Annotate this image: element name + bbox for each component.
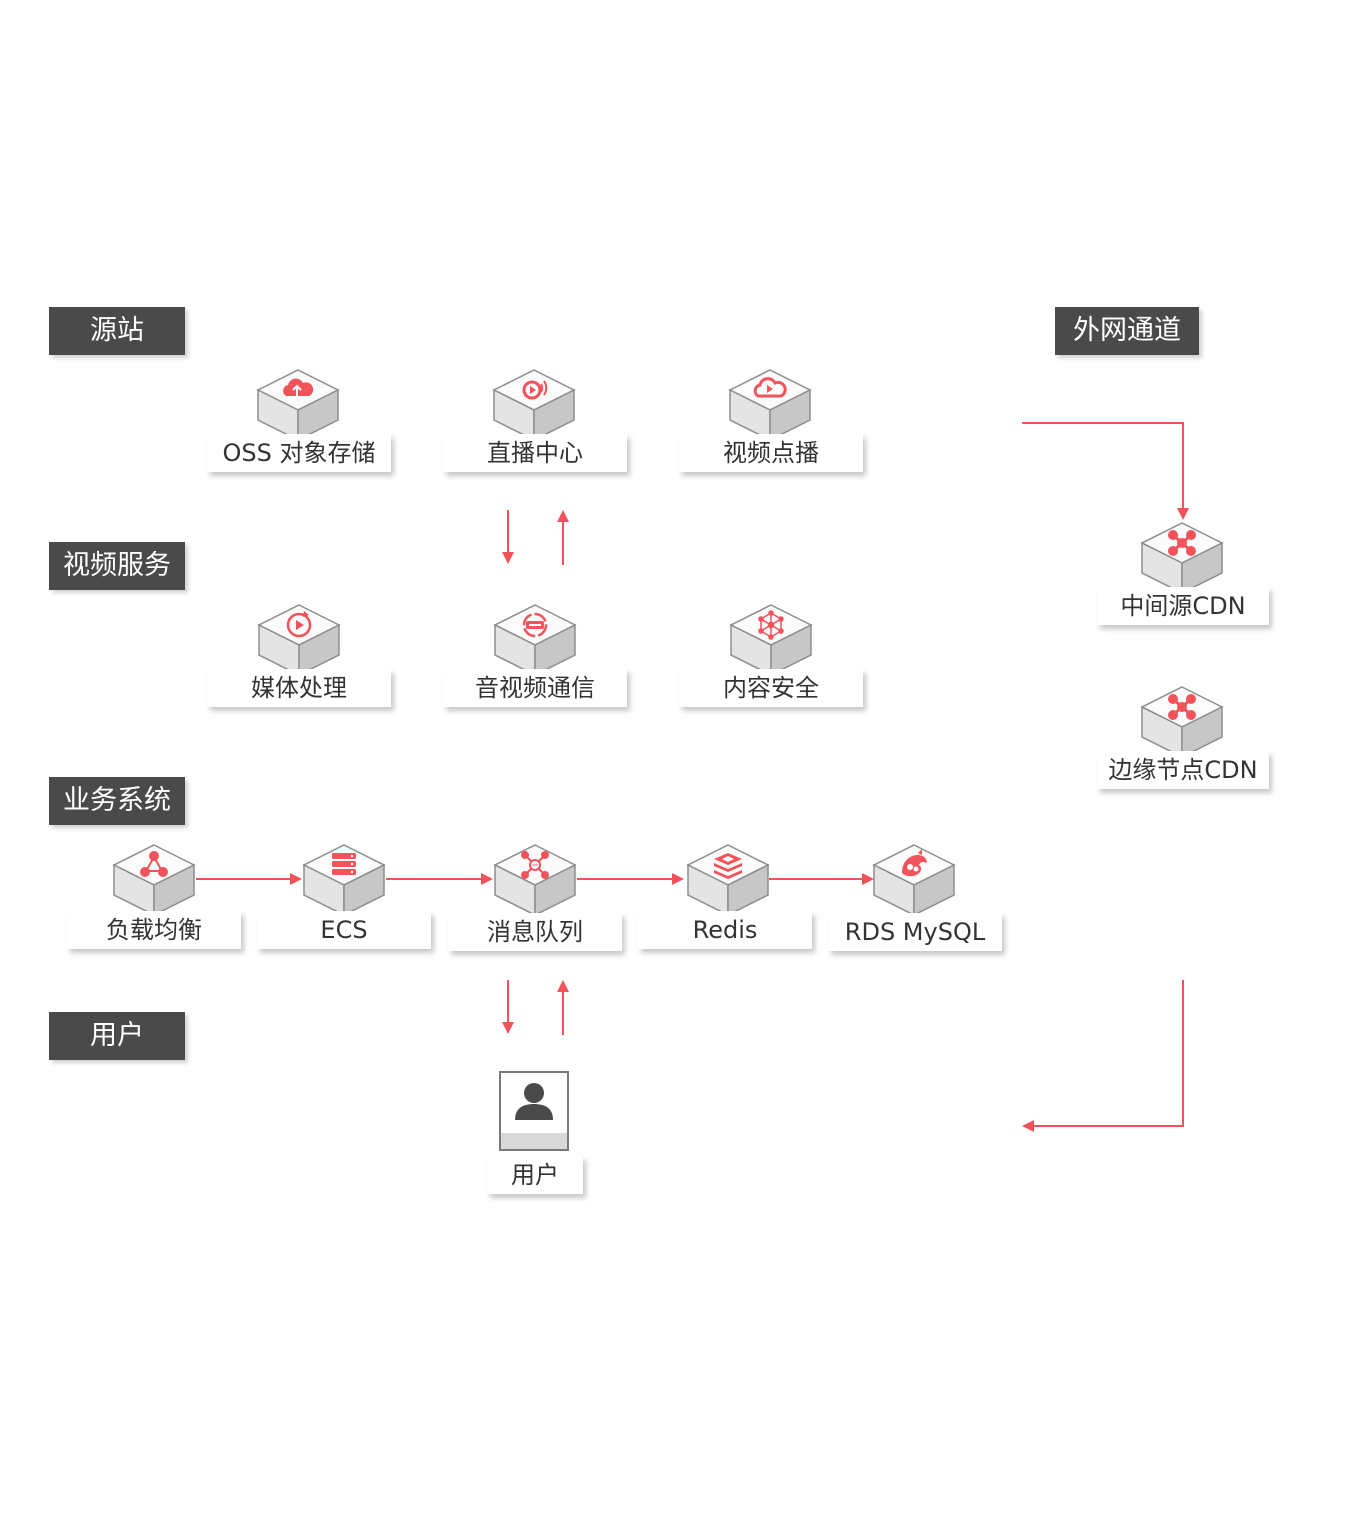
- live-broadcast-icon: [522, 380, 548, 400]
- mysql-dolphin-icon: [902, 849, 927, 877]
- group-external-title: 外网通道: [1055, 307, 1199, 355]
- network-mesh-icon: [758, 610, 784, 640]
- node-oss-label: OSS 对象存储: [207, 434, 391, 472]
- group-users-title: 用户: [49, 1012, 185, 1060]
- node-rds[interactable]: [872, 844, 956, 917]
- node-user-label: 用户: [487, 1156, 583, 1194]
- node-slb-label: 负载均衡: [67, 911, 241, 949]
- node-vod[interactable]: [728, 369, 812, 442]
- node-cdn-mid-label: 中间源CDN: [1097, 587, 1269, 625]
- group-external-panel: [1055, 330, 1313, 978]
- node-rds-label: RDS MySQL: [828, 913, 1002, 951]
- node-security-label: 内容安全: [679, 669, 863, 707]
- group-origin-title: 源站: [49, 307, 185, 355]
- node-mq-label: 消息队列: [448, 913, 622, 951]
- cloud-play-icon: [753, 377, 787, 398]
- node-ecs-label: ECS: [257, 911, 431, 949]
- node-cdn-edge[interactable]: [1140, 686, 1224, 759]
- node-security[interactable]: [729, 604, 813, 677]
- media-refresh-icon: [286, 611, 312, 638]
- node-rtc[interactable]: [493, 604, 577, 677]
- node-slb[interactable]: [112, 844, 196, 917]
- cdn-icon: [1168, 694, 1196, 720]
- node-vod-label: 视频点播: [679, 434, 863, 472]
- user-icon: [501, 1083, 567, 1149]
- cloud-upload-icon: [283, 378, 314, 396]
- node-oss[interactable]: [256, 369, 340, 442]
- node-live[interactable]: [492, 369, 576, 442]
- node-cdn-edge-label: 边缘节点CDN: [1097, 751, 1269, 789]
- group-video-services-title: 视频服务: [49, 542, 185, 590]
- node-user[interactable]: [499, 1071, 569, 1151]
- node-cdn-mid[interactable]: [1140, 522, 1224, 595]
- message-queue-icon: [521, 851, 549, 879]
- load-balancer-icon: [140, 851, 168, 877]
- node-rtc-label: 音视频通信: [443, 669, 627, 707]
- group-business-title: 业务系统: [49, 777, 185, 825]
- node-media-label: 媒体处理: [207, 669, 391, 707]
- node-ecs[interactable]: [302, 844, 386, 917]
- node-media[interactable]: [257, 604, 341, 677]
- redis-icon: [714, 853, 742, 879]
- rtc-icon: [522, 612, 548, 638]
- server-icon: [332, 853, 356, 875]
- node-redis[interactable]: [686, 844, 770, 917]
- arrow-cdn-to-users: [1022, 980, 1184, 1132]
- node-redis-label: Redis: [638, 911, 812, 949]
- node-mq[interactable]: [493, 844, 577, 917]
- cdn-icon: [1168, 530, 1196, 556]
- node-live-label: 直播中心: [443, 434, 627, 472]
